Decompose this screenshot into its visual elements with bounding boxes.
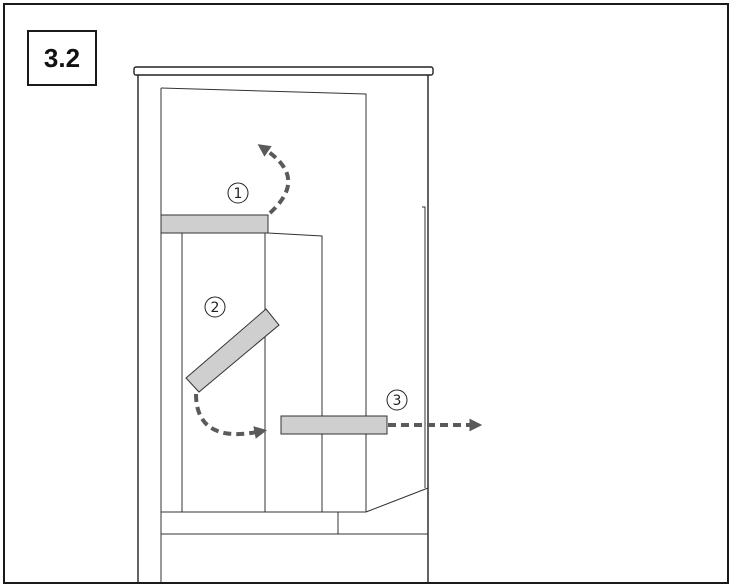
motion-arrows <box>194 144 483 439</box>
marker-1: 1 <box>227 182 249 204</box>
shelf-1 <box>160 214 269 234</box>
marker-1-number: 1 <box>234 186 243 202</box>
marker-2-number: 2 <box>211 300 220 316</box>
marker-2: 2 <box>204 296 226 318</box>
step-label: 3.2 <box>27 30 97 86</box>
curved-arrow-right-icon <box>194 393 268 439</box>
shelf-3 <box>280 415 388 435</box>
marker-3-number: 3 <box>393 393 402 409</box>
curved-arrow-up-icon <box>257 144 291 215</box>
marker-3: 3 <box>386 389 408 411</box>
door-edge <box>422 206 426 488</box>
shelf-2-tilted <box>185 308 280 393</box>
cabinet-top-cap <box>133 66 434 76</box>
interior-lines <box>160 87 429 582</box>
cabinet-outline <box>133 66 434 582</box>
shelves <box>160 214 388 435</box>
back-panel-top <box>267 232 323 512</box>
floor-diagonal <box>365 487 429 513</box>
fridge-compartment-outline <box>160 87 367 512</box>
